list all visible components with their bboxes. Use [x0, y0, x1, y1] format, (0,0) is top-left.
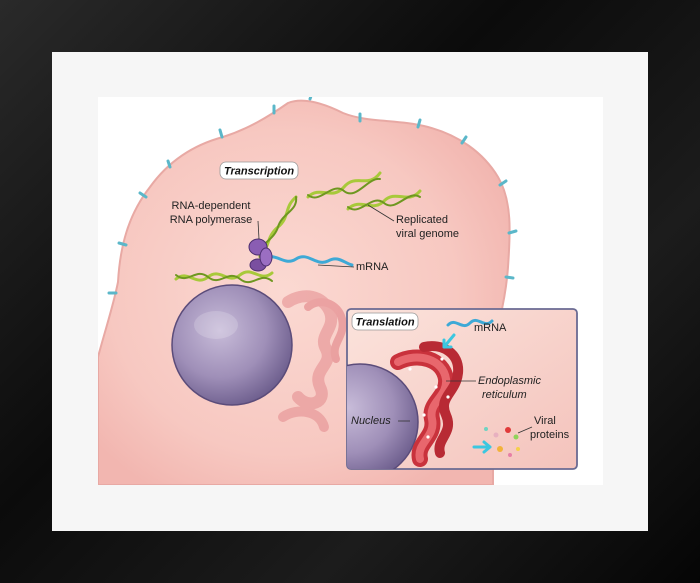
viral-proteins	[484, 427, 520, 457]
polymerase-label-line1: RNA-dependent	[172, 200, 251, 212]
genome-leader	[367, 204, 395, 222]
replicated-label-line2: viral genome	[396, 228, 459, 240]
polymerase-label-line2: RNA polymerase	[170, 214, 253, 226]
membrane-receptors	[107, 97, 518, 295]
er-label-line1: Endoplasmic	[478, 375, 541, 387]
er-inset	[390, 341, 464, 467]
transcription-label: Transcription	[224, 166, 294, 178]
polymerase-leader	[257, 220, 260, 240]
nucleus-background	[171, 284, 293, 406]
nucleus-label: Nucleus	[351, 415, 391, 427]
nucleus-inset	[347, 363, 419, 469]
proteins-leader	[517, 426, 533, 434]
mrna-strand	[262, 255, 354, 267]
mrna-leader	[317, 264, 355, 268]
viral-proteins-label-line2: proteins	[530, 429, 570, 441]
mrna-inset-label: mRNA	[474, 322, 507, 334]
virus-replication-diagram: Transcription RNA-dependent RNA polymera…	[98, 97, 578, 485]
diagram-canvas: Transcription RNA-dependent RNA polymera…	[98, 97, 603, 485]
translation-label: Translation	[355, 317, 414, 329]
transcription-tag: Transcription	[219, 161, 299, 180]
mrna-label: mRNA	[356, 261, 389, 273]
er-label-line2: reticulum	[482, 389, 527, 401]
rna-polymerase	[248, 238, 273, 272]
mrna-arrow	[442, 333, 456, 349]
viral-proteins-label-line1: Viral	[534, 415, 556, 427]
er-background	[278, 290, 347, 432]
mrna-inset-strand	[446, 318, 494, 328]
replicated-label-line1: Replicated	[396, 214, 448, 226]
translation-inset: Translation mRNA Endoplasmic reticulum N…	[346, 308, 578, 470]
proteins-arrow	[472, 440, 492, 454]
